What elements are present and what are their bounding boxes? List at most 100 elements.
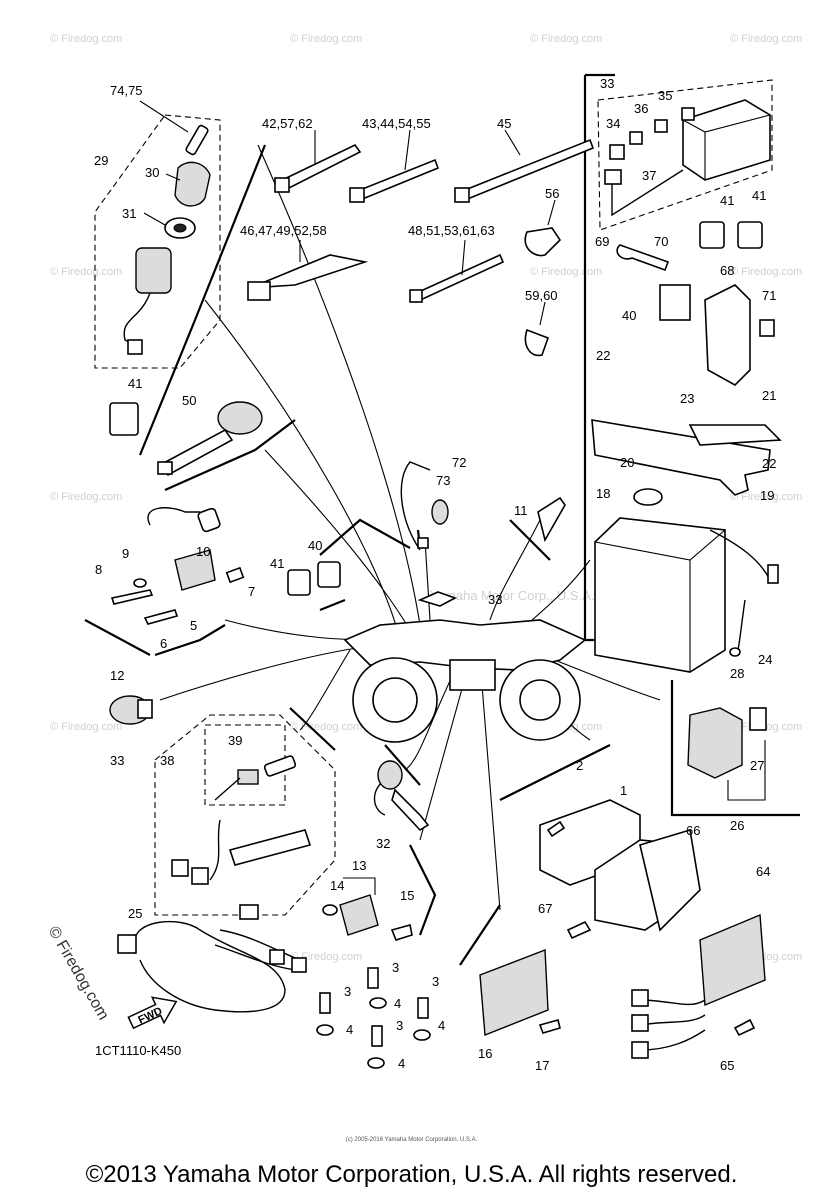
callout-label: 1 — [620, 783, 627, 798]
callout-label: 12 — [110, 668, 124, 683]
callout-label: 26 — [730, 818, 744, 833]
callout-label: 41 — [128, 376, 142, 391]
watermark: © Firedog.com — [730, 491, 802, 503]
callout-label: 22 — [762, 456, 776, 471]
spring-switch-part — [391, 788, 430, 832]
bolt-part — [143, 609, 179, 625]
callout-label: 13 — [352, 858, 366, 873]
callout-label: 4 — [394, 996, 401, 1011]
diagram-code: 1CT1110-K450 — [95, 1043, 181, 1058]
rectifier-part — [479, 948, 549, 1036]
callout-label: 9 — [122, 546, 129, 561]
bolt-clip-part — [616, 244, 670, 272]
battery-group: 22 23 21 20 22 18 19 24 — [591, 348, 782, 673]
callout-label: 64 — [756, 864, 770, 879]
relay-part — [287, 569, 311, 596]
callout-label: 3 — [392, 960, 399, 975]
callout-label: 66 — [686, 823, 700, 838]
connector-part — [237, 769, 259, 785]
clip-part — [524, 328, 550, 357]
rectifier-regulator-part — [699, 913, 766, 1007]
callout-label: 30 — [145, 165, 159, 180]
neutral-switch-part — [339, 894, 379, 936]
bolt-part — [566, 920, 592, 940]
watermark: © Firedog.com — [730, 266, 802, 278]
callout-label: 71 — [762, 288, 776, 303]
main-harness-group: 25 1CT1110-K450 FWD — [95, 904, 307, 1058]
connector-part — [239, 904, 259, 920]
callout-label: 43,44,54,55 — [362, 116, 431, 131]
watermark: © Firedog.com — [50, 491, 122, 503]
callout-label: 29 — [94, 153, 108, 168]
battery-part — [594, 517, 726, 673]
washer-part — [367, 1057, 385, 1069]
main-switch-part — [135, 247, 172, 294]
callout-label: 23 — [680, 391, 694, 406]
ignition-key-cover-part — [174, 161, 211, 207]
callout-label: 39 — [228, 733, 242, 748]
watermark: © Firedog.com — [50, 33, 122, 45]
callout-label: 34 — [606, 116, 620, 131]
switch-part — [377, 760, 403, 790]
relay-part — [737, 221, 763, 249]
cdi-rectifier-group: 2 1 66 64 67 16 17 65 — [478, 758, 770, 1073]
fuse-holder-part — [604, 169, 622, 185]
spark-plug-part — [537, 496, 566, 543]
callout-label: 16 — [478, 1046, 492, 1061]
engine-block — [449, 659, 496, 691]
callout-label: 37 — [642, 168, 656, 183]
bolt-part — [319, 992, 331, 1014]
callout-label: 36 — [634, 101, 648, 116]
callout-label: 41 — [752, 188, 766, 203]
callout-label: 4 — [398, 1056, 405, 1071]
watermark: © Firedog.com — [530, 266, 602, 278]
callout-label: 68 — [720, 263, 734, 278]
callout-label: 3 — [432, 974, 439, 989]
callout-label: 3 — [396, 1018, 403, 1033]
relay-part — [109, 402, 139, 436]
battery-cover-part — [688, 424, 782, 446]
callout-label: 40 — [308, 538, 322, 553]
ignition-key-part — [185, 124, 209, 156]
callout-label: 3 — [344, 984, 351, 999]
callout-label: 19 — [760, 488, 774, 503]
leader-lines — [159, 144, 661, 911]
callout-label: 21 — [762, 388, 776, 403]
callout-label: 41 — [270, 556, 284, 571]
fuse-box-part — [682, 99, 771, 181]
callout-label: 41 — [720, 193, 734, 208]
copyright-footer: ©2013 Yamaha Motor Corporation, U.S.A. A… — [85, 1161, 738, 1188]
fuse-part — [681, 107, 695, 121]
callout-label: 35 — [658, 88, 672, 103]
callout-label: 17 — [535, 1058, 549, 1073]
starter-relay-group: 28 27 26 — [687, 666, 767, 833]
bolt-part — [538, 1019, 561, 1034]
center-watermark: Yamaha Motor Corp., U.S.A. — [430, 588, 595, 603]
callout-label: 56 — [545, 186, 559, 201]
ignition-switch-group: 74,75 29 30 31 41 — [94, 83, 221, 436]
battery-band-part — [591, 419, 771, 496]
callout-label: 24 — [758, 652, 772, 667]
tube-part — [228, 829, 312, 866]
callout-label: 5 — [190, 618, 197, 633]
corner-watermark: © Firedog.com — [45, 924, 112, 1024]
callout-label: 38 — [160, 753, 174, 768]
callout-label: 70 — [654, 234, 668, 249]
callout-label: 25 — [128, 906, 142, 921]
callout-label: 6 — [160, 636, 167, 651]
starter-relay-part — [174, 549, 216, 591]
callout-label: 27 — [750, 758, 764, 773]
o-ring-part — [322, 904, 338, 916]
callout-label: 14 — [330, 878, 344, 893]
watermark: © Firedog.com — [290, 33, 362, 45]
watermark: © Firedog.com — [50, 266, 122, 278]
watermark: © Firedog.com — [730, 33, 802, 45]
cable-tie-part — [458, 138, 595, 201]
callout-label: 59,60 — [525, 288, 558, 303]
bolt-part — [367, 967, 379, 989]
bolts-washers-group: 3 3 3 3 4 4 4 4 — [316, 960, 445, 1071]
callout-label: 28 — [730, 666, 744, 681]
callout-label: 46,47,49,52,58 — [240, 223, 327, 238]
relay-part — [317, 561, 341, 588]
